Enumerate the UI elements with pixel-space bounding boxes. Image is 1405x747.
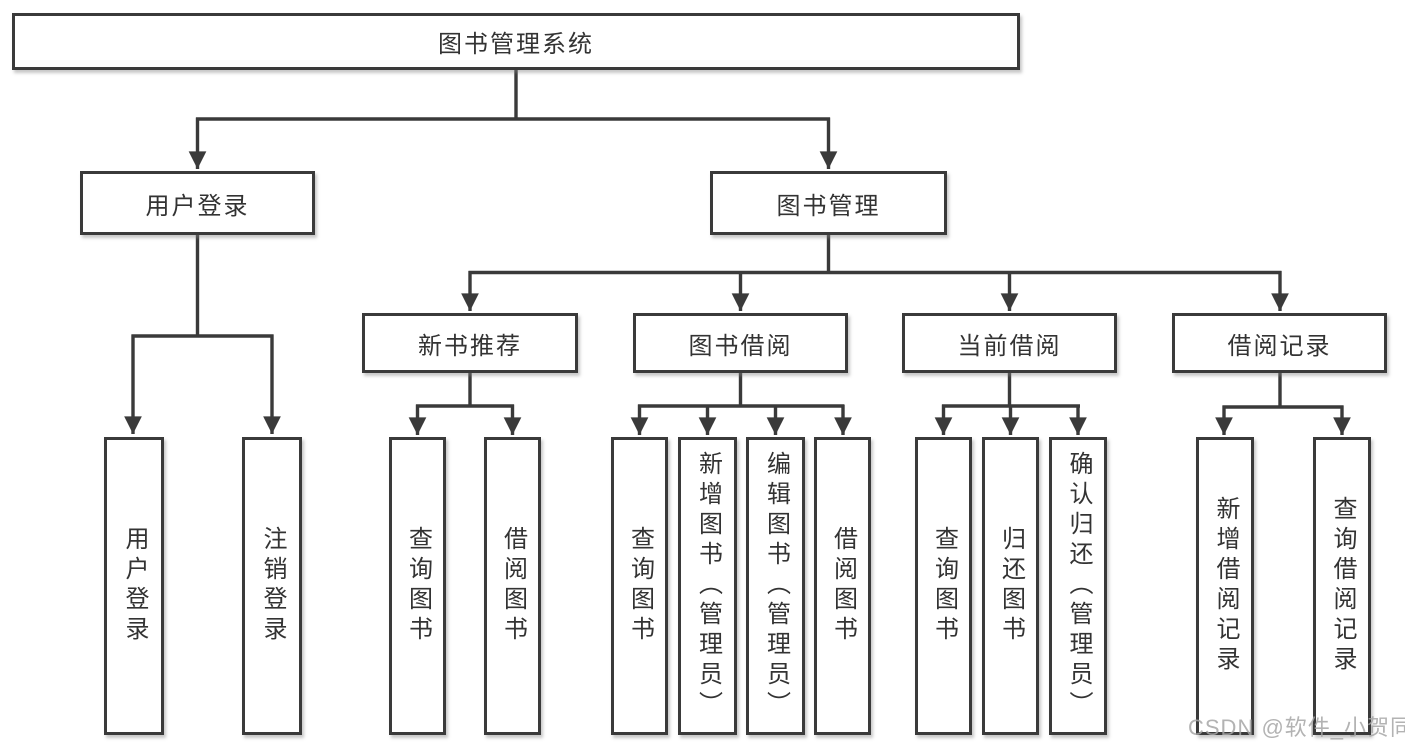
- node-leaf-borrow-book-2: 借阅图书: [814, 437, 871, 735]
- connector-book-borrow-split: [630, 371, 852, 435]
- node-leaf-query-book-3-label: 查询图书: [930, 526, 958, 646]
- node-leaf-query-book-2: 查询图书: [611, 437, 668, 735]
- node-book-borrow: 图书借阅: [633, 313, 848, 373]
- node-borrow-record: 借阅记录: [1172, 313, 1387, 373]
- node-leaf-add-book: 新增图书（管理员）: [678, 437, 737, 735]
- node-user-login-label: 用户登录: [145, 192, 250, 220]
- node-leaf-confirm-return: 确认归还（管理员）: [1049, 437, 1107, 735]
- node-leaf-query-book-3: 查询图书: [915, 437, 972, 735]
- node-leaf-borrow-book-2-label: 借阅图书: [829, 526, 857, 646]
- connector-borrow-record-split: [1215, 371, 1351, 435]
- node-leaf-confirm-return-label: 确认归还（管理员）: [1065, 451, 1092, 721]
- node-leaf-add-record-label: 新增借阅记录: [1212, 496, 1239, 676]
- node-leaf-query-record-label: 查询借阅记录: [1329, 496, 1356, 676]
- node-leaf-borrow-book-1: 借阅图书: [484, 437, 541, 735]
- connector-book-mgmt-split: [461, 233, 1289, 311]
- node-new-book-rec: 新书推荐: [362, 313, 578, 373]
- node-book-mgmt: 图书管理: [710, 171, 947, 235]
- node-user-login: 用户登录: [80, 171, 315, 235]
- node-book-borrow-label: 图书借阅: [688, 332, 793, 360]
- node-leaf-return-book-label: 归还图书: [997, 526, 1025, 646]
- node-current-borrow-label: 当前借阅: [957, 332, 1062, 360]
- node-new-book-rec-label: 新书推荐: [418, 332, 522, 360]
- node-root-label: 图书管理系统: [438, 31, 594, 58]
- node-root: 图书管理系统: [12, 13, 1020, 70]
- node-leaf-edit-book: 编辑图书（管理员）: [746, 437, 805, 735]
- connector-new-book-rec-split: [408, 371, 522, 435]
- node-leaf-borrow-book-1-label: 借阅图书: [499, 526, 527, 646]
- node-leaf-query-book-1: 查询图书: [389, 437, 446, 735]
- node-leaf-user-login-label: 用户登录: [121, 526, 148, 646]
- connector-current-borrow-split: [934, 371, 1087, 435]
- connector-root-split: [188, 70, 838, 169]
- node-book-mgmt-label: 图书管理: [776, 192, 881, 220]
- node-leaf-add-record: 新增借阅记录: [1196, 437, 1254, 735]
- node-borrow-record-label: 借阅记录: [1227, 332, 1332, 360]
- node-leaf-query-record: 查询借阅记录: [1313, 437, 1371, 735]
- node-leaf-query-book-2-label: 查询图书: [626, 526, 654, 646]
- node-leaf-add-book-label: 新增图书（管理员）: [694, 451, 722, 721]
- connector-user-login-split: [124, 233, 281, 434]
- node-leaf-query-book-1-label: 查询图书: [404, 526, 432, 646]
- node-leaf-logout: 注销登录: [242, 437, 302, 735]
- node-leaf-logout-label: 注销登录: [259, 526, 286, 646]
- node-leaf-user-login: 用户登录: [104, 437, 164, 735]
- node-leaf-edit-book-label: 编辑图书（管理员）: [762, 451, 790, 721]
- node-current-borrow: 当前借阅: [902, 313, 1117, 373]
- csdn-watermark: CSDN @软件_小贺同学: [1188, 715, 1405, 740]
- node-leaf-return-book: 归还图书: [982, 437, 1039, 735]
